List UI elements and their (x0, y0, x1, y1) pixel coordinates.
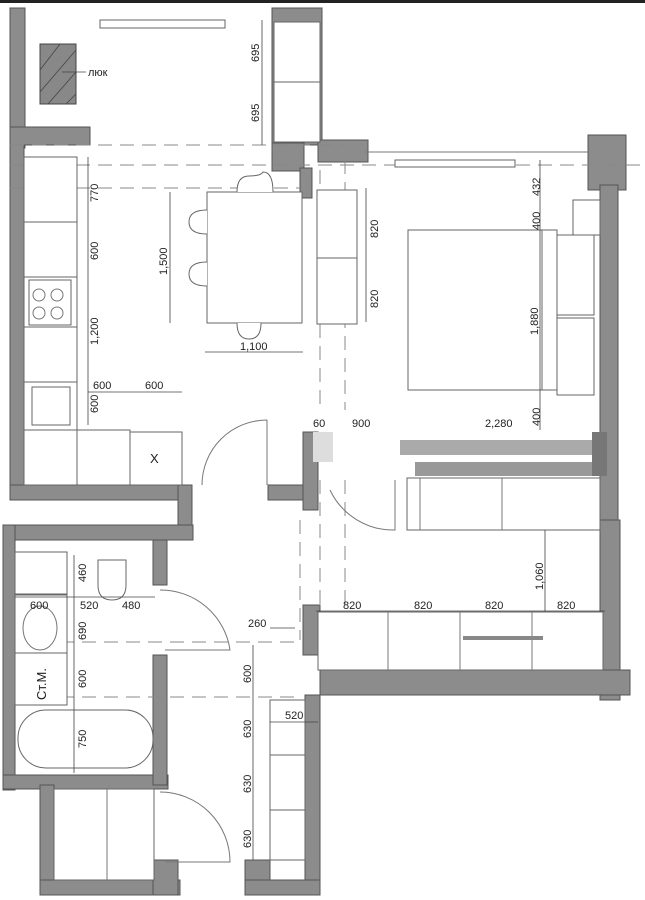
dim-label: 600 (89, 242, 101, 260)
dim-label: 260 (248, 618, 266, 630)
dim-label: 1,060 (534, 562, 546, 590)
hatch-label: люк (88, 67, 108, 79)
x-mark: X (150, 451, 159, 466)
dim-label: 1,500 (158, 247, 170, 275)
hatch (39, 43, 77, 105)
sink-icon (31, 386, 71, 426)
bed (407, 199, 601, 396)
dim-label: 432 (531, 178, 543, 196)
dim-label: 630 (242, 720, 254, 738)
dim-label: 600 (145, 380, 163, 392)
dim-label: 1,880 (529, 307, 541, 335)
dim-label: 60 (313, 418, 325, 430)
balcony-window (99, 19, 226, 29)
blurred-region (313, 432, 607, 476)
kitchen-door[interactable] (201, 419, 268, 486)
top-edge (0, 0, 645, 3)
dim-label: 400 (531, 408, 543, 426)
dim-label: 630 (242, 830, 254, 848)
stove-icon (28, 279, 72, 326)
washer (14, 652, 68, 706)
dim-label: 820 (414, 600, 432, 612)
balcony-shelf (273, 21, 321, 83)
dim-label: 600 (93, 380, 111, 392)
dim-label: 750 (77, 730, 89, 748)
bedroom-shelf (316, 189, 358, 259)
washer-label: Ст.М. (34, 668, 49, 700)
dim-label: 820 (343, 600, 361, 612)
bedroom-window (394, 159, 516, 168)
dim-label: 2,280 (485, 418, 513, 430)
dim-label: 820 (369, 220, 381, 238)
dim-label: 600 (89, 395, 101, 413)
hall-shelves (269, 699, 306, 861)
dim-label: 820 (485, 600, 503, 612)
dim-label: 770 (89, 184, 101, 202)
dim-label: 460 (77, 564, 89, 582)
chair-icons (188, 171, 274, 340)
bathtub (17, 709, 154, 769)
dim-label: 900 (352, 418, 370, 430)
dim-label: 1,200 (89, 317, 101, 345)
washbasin-icon (22, 605, 58, 651)
dim-label: 600 (77, 670, 89, 688)
storage-door[interactable] (159, 791, 231, 863)
dim-label: 820 (369, 290, 381, 308)
bedroom-door[interactable] (329, 480, 396, 531)
dim-label: 695 (250, 44, 262, 62)
storage-closet (53, 788, 155, 881)
dim-label: 400 (531, 212, 543, 230)
dining-table (206, 191, 303, 324)
dim-label: 690 (77, 622, 89, 640)
dim-label: 520 (80, 600, 98, 612)
bathroom-cabinet (14, 551, 68, 595)
dim-label: 695 (250, 104, 262, 122)
dim-label: 600 (30, 600, 48, 612)
dim-label: 820 (557, 600, 575, 612)
toilet-icon (97, 559, 127, 601)
dim-label: 480 (122, 600, 140, 612)
dim-label: 1,100 (240, 341, 268, 353)
dim-label: 630 (242, 775, 254, 793)
dim-label: 520 (285, 710, 303, 722)
dim-label: 600 (242, 665, 254, 683)
wardrobe (317, 611, 604, 671)
sofa (406, 477, 601, 531)
bathroom-door[interactable] (159, 589, 231, 651)
